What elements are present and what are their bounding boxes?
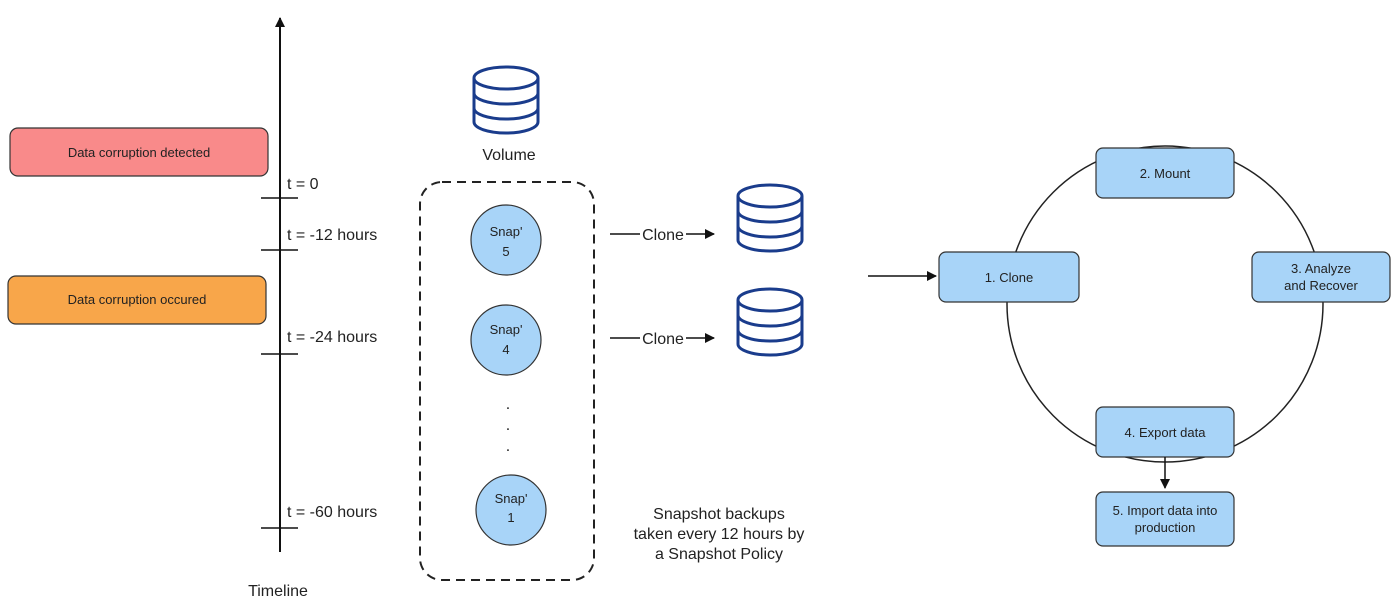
tick-label: t = 0: [287, 176, 319, 193]
event-detected: Data corruption detected: [9, 127, 269, 177]
snapshot-title: Snap': [490, 322, 523, 337]
cycle-step-analyze: 3. Analyze and Recover: [1251, 251, 1391, 303]
cycle-step-export: 4. Export data: [1095, 406, 1235, 458]
event-occured-label: Data corruption occured: [68, 292, 207, 307]
tick-label: t = -60 hours: [287, 504, 377, 521]
timeline: t = 0 t = -12 hours t = -24 hours t = -6…: [248, 17, 377, 600]
snapshot-title: Snap': [495, 491, 528, 506]
note-line: Snapshot backups: [653, 506, 785, 523]
step-label: and Recover: [1284, 278, 1358, 293]
snapshot-1: Snap' 1: [475, 474, 547, 546]
snapshot-number: 1: [507, 510, 514, 525]
snapshot-title: Snap': [490, 224, 523, 239]
volume: Volume: [472, 65, 540, 164]
event-detected-label: Data corruption detected: [68, 145, 210, 160]
clone-arrow-1: Clone: [610, 227, 715, 244]
cycle-step-mount: 2. Mount: [1095, 147, 1235, 199]
note-line: a Snapshot Policy: [655, 546, 783, 563]
ellipsis-dot: .: [506, 417, 510, 434]
step-label: 2. Mount: [1140, 166, 1191, 181]
volume-label: Volume: [482, 147, 535, 164]
step-label: 5. Import data into: [1113, 503, 1218, 518]
snapshot-group: Snap' 5 Snap' 4 Snap' 1 . . .: [419, 181, 595, 581]
snapshot-note: Snapshot backups taken every 12 hours by…: [634, 506, 805, 563]
snapshot-number: 4: [502, 342, 509, 357]
clone-label: Clone: [642, 227, 684, 244]
database-icon: [736, 183, 804, 253]
step-label: 4. Export data: [1125, 425, 1207, 440]
cycle-step-import: 5. Import data into production: [1095, 491, 1235, 547]
snapshot-5: Snap' 5: [470, 204, 542, 276]
tick-label: t = -24 hours: [287, 329, 377, 346]
snapshot-number: 5: [502, 244, 509, 259]
database-icon: [736, 287, 804, 357]
ellipsis-dot: .: [506, 438, 510, 455]
event-detected-box: [9, 127, 269, 177]
timeline-label: Timeline: [248, 583, 308, 600]
step-label: 1. Clone: [985, 270, 1033, 285]
recovery-cycle: 1. Clone 2. Mount 3. Analyze and Recover…: [868, 145, 1391, 547]
note-line: taken every 12 hours by: [634, 526, 805, 543]
step-label: 3. Analyze: [1291, 261, 1351, 276]
event-occured-box: [7, 275, 267, 325]
database-icon: [472, 65, 540, 135]
event-occured: Data corruption occured: [7, 275, 267, 325]
tick-label: t = -12 hours: [287, 227, 377, 244]
step-label: production: [1135, 520, 1196, 535]
snapshot-container: [419, 181, 595, 581]
clone-arrow-2: Clone: [610, 331, 715, 348]
snapshot-4: Snap' 4: [470, 304, 542, 376]
ellipsis-dot: .: [506, 396, 510, 413]
clone-label: Clone: [642, 331, 684, 348]
cycle-step-clone: 1. Clone: [938, 251, 1080, 303]
